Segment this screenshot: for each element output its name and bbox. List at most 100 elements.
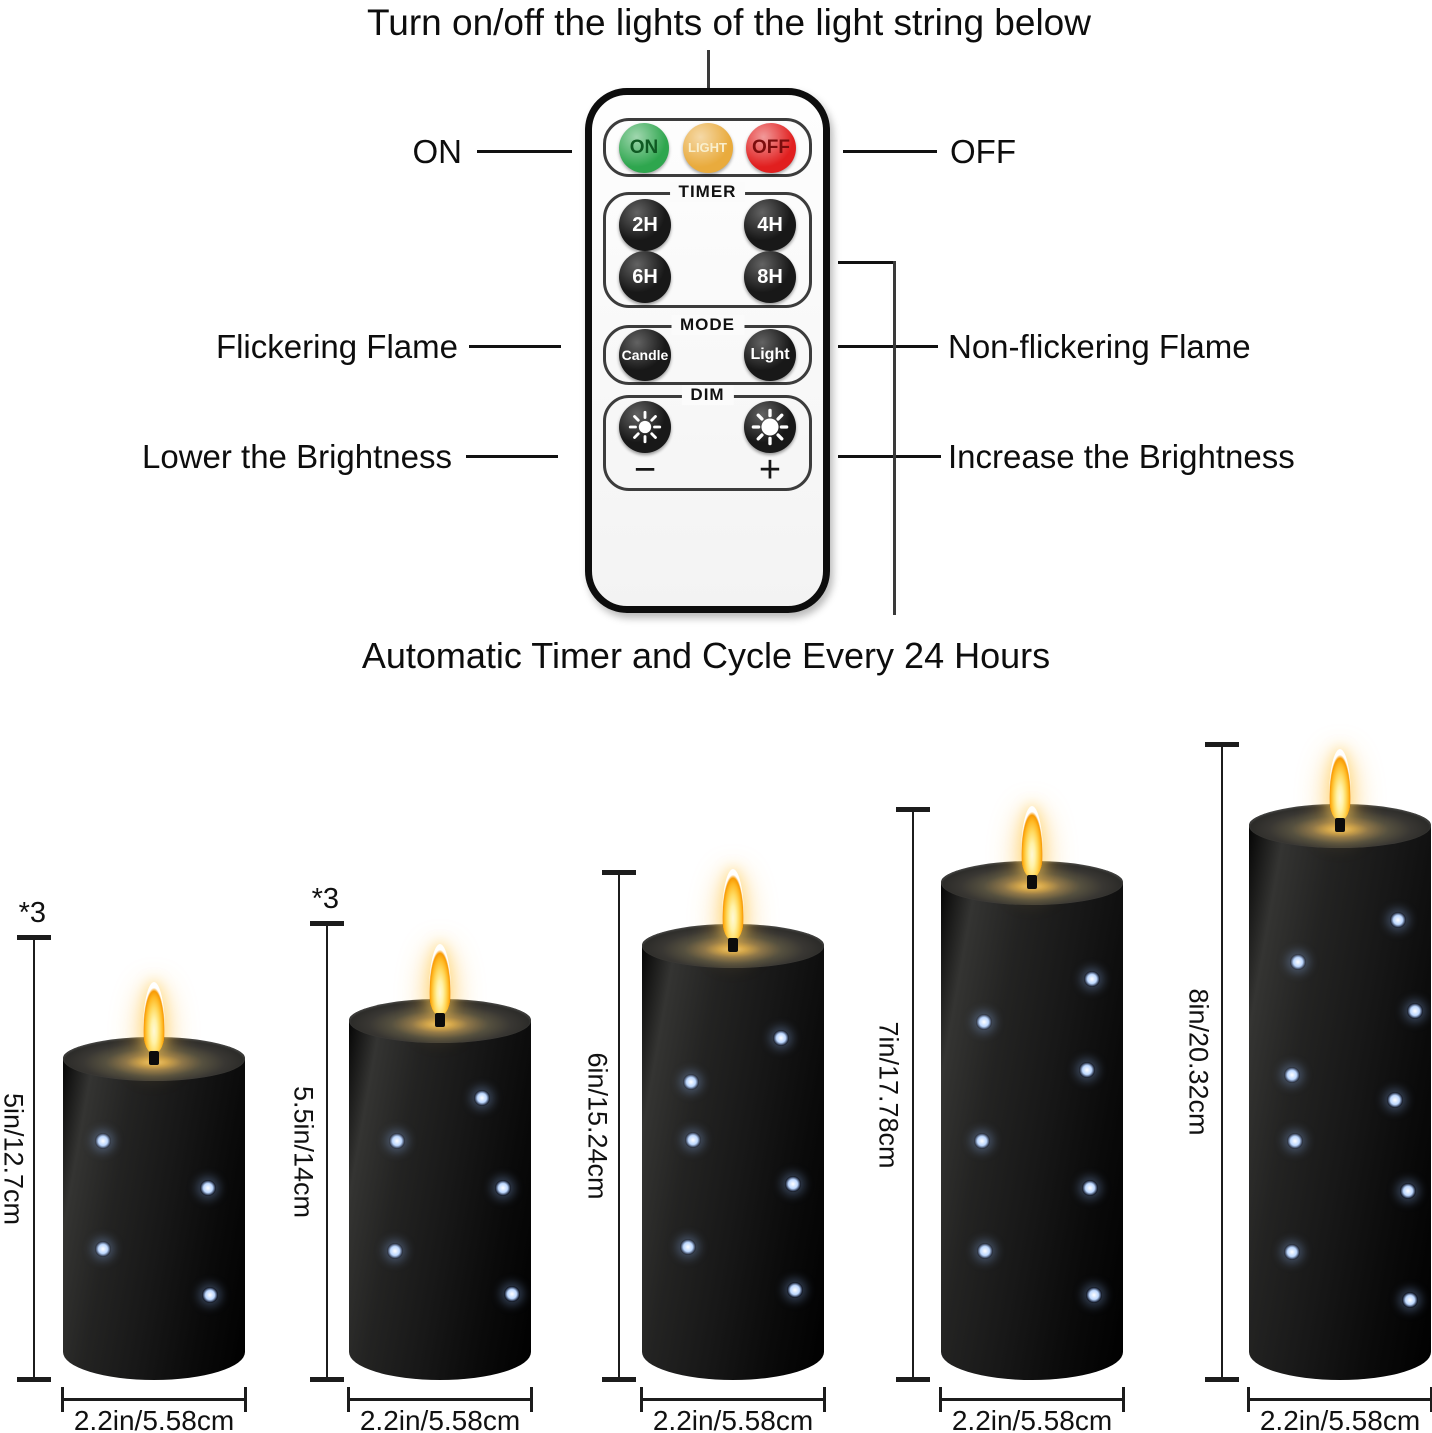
- title-connector-line: [707, 50, 710, 88]
- off-button: OFF: [746, 122, 796, 173]
- led-dot: [1287, 1133, 1303, 1149]
- timer-4h-button: 4H: [744, 199, 796, 251]
- led-dot: [1284, 1067, 1300, 1083]
- candle-flame: [722, 869, 744, 941]
- footer-note: Automatic Timer and Cycle Every 24 Hours: [361, 635, 1051, 676]
- timer-connector-stub: [838, 261, 894, 264]
- candle-wick: [435, 1013, 445, 1027]
- width-label: 2.2in/5.58cm: [1259, 1405, 1421, 1433]
- candle-wick: [728, 938, 738, 952]
- candle-flame: [1021, 806, 1043, 878]
- dim-section-label: DIM: [681, 385, 734, 405]
- width-label: 2.2in/5.58cm: [652, 1405, 814, 1433]
- led-dot: [389, 1133, 405, 1149]
- timer-row-2: 6H 8H: [619, 251, 796, 303]
- led-dot: [1400, 1183, 1416, 1199]
- led-dot: [974, 1133, 990, 1149]
- callout-off: OFF: [950, 133, 1016, 170]
- height-dimension-line: [896, 807, 930, 1382]
- led-dot: [1079, 1062, 1095, 1078]
- led-dot: [202, 1287, 218, 1303]
- brighten-button: [744, 401, 796, 454]
- led-dot: [685, 1132, 701, 1148]
- mode-row: Candle Light: [619, 329, 796, 381]
- quantity-note: *3: [311, 883, 339, 915]
- height-dimension-line: [1205, 742, 1239, 1382]
- led-dot: [95, 1133, 111, 1149]
- candle-wick: [1335, 818, 1345, 832]
- timer-8h-button: 8H: [744, 251, 796, 303]
- timer-6h-button: 6H: [619, 251, 671, 303]
- mode-section: MODE Candle Light: [603, 315, 812, 385]
- callout-lower-brightness: Lower the Brightness: [141, 438, 452, 475]
- candle-flame: [143, 982, 165, 1054]
- led-dot: [976, 1014, 992, 1030]
- candle-body: [642, 925, 824, 1380]
- led-dot: [787, 1282, 803, 1298]
- width-dimension-line: [61, 1387, 247, 1412]
- callout-flickering-flame: Flickering Flame: [215, 328, 458, 365]
- timer-section-label: TIMER: [669, 182, 746, 202]
- height-label: 5in/12.7cm: [0, 1092, 29, 1225]
- dim-buttons-row: [619, 401, 796, 454]
- remote-control: ON LIGHT OFF TIMER 2H 4H 6H 8H MODE Cand…: [585, 88, 830, 613]
- width-dimension-line: [640, 1387, 826, 1412]
- led-dot: [683, 1074, 699, 1090]
- led-dot: [773, 1030, 789, 1046]
- led-dot: [1407, 1003, 1423, 1019]
- led-dot: [474, 1090, 490, 1106]
- timer-connector-line: [893, 261, 896, 615]
- width-label: 2.2in/5.58cm: [73, 1405, 235, 1433]
- callout-on: ON: [412, 133, 463, 170]
- quantity-note: *3: [18, 897, 46, 929]
- minus-sign: −: [633, 448, 657, 491]
- width-label: 2.2in/5.58cm: [359, 1405, 521, 1433]
- candle-mode-button: Candle: [619, 329, 671, 381]
- led-dot: [1284, 1244, 1300, 1260]
- led-dot: [680, 1239, 696, 1255]
- height-dimension-line: [310, 921, 344, 1382]
- candle-flame: [1329, 749, 1351, 821]
- dim-down-button: [619, 401, 671, 454]
- led-dot: [1387, 1092, 1403, 1108]
- led-dot: [95, 1241, 111, 1257]
- increase-callout-line: [838, 455, 941, 458]
- candle-wick: [1027, 875, 1037, 889]
- page-title: Turn on/off the lights of the light stri…: [367, 2, 1091, 43]
- non-flickering-callout-line: [838, 345, 938, 348]
- led-dot: [1086, 1287, 1102, 1303]
- led-dot: [495, 1180, 511, 1196]
- lower-callout-line: [466, 455, 558, 458]
- dim-section: DIM: [603, 385, 812, 491]
- width-dimension-line: [1247, 1387, 1432, 1412]
- width-label: 2.2in/5.58cm: [951, 1405, 1113, 1433]
- off-button-label: OFF: [752, 136, 790, 158]
- bright-sun-icon: [751, 409, 789, 446]
- height-label: 8in/20.32cm: [1183, 988, 1214, 1136]
- plus-sign: +: [758, 448, 782, 491]
- height-dimension-line: [17, 935, 51, 1382]
- timer-2h-button: 2H: [619, 199, 671, 251]
- power-button-group: ON LIGHT OFF: [603, 118, 812, 177]
- mode-section-label: MODE: [671, 315, 744, 335]
- height-dimension-line: [602, 870, 636, 1382]
- callout-increase-brightness: Increase the Brightness: [948, 438, 1295, 475]
- led-dot: [785, 1176, 801, 1192]
- dim-signs-row: − +: [619, 448, 796, 491]
- height-label: 6in/15.24cm: [582, 1052, 613, 1200]
- led-dot: [387, 1243, 403, 1259]
- height-label: 5.5in/14cm: [288, 1085, 319, 1218]
- led-dot: [1082, 1180, 1098, 1196]
- candle-body: [1249, 805, 1431, 1380]
- dim-sun-icon: [628, 411, 662, 444]
- led-dot: [977, 1243, 993, 1259]
- timer-section: TIMER 2H 4H 6H 8H: [603, 182, 812, 308]
- led-dot: [1402, 1292, 1418, 1308]
- on-button: ON: [619, 122, 669, 173]
- led-dot: [504, 1286, 520, 1302]
- led-dot: [200, 1180, 216, 1196]
- on-button-label: ON: [629, 136, 659, 158]
- candle-body: [63, 1038, 245, 1380]
- light-mode-button: Light: [744, 329, 796, 381]
- off-callout-line: [843, 150, 937, 153]
